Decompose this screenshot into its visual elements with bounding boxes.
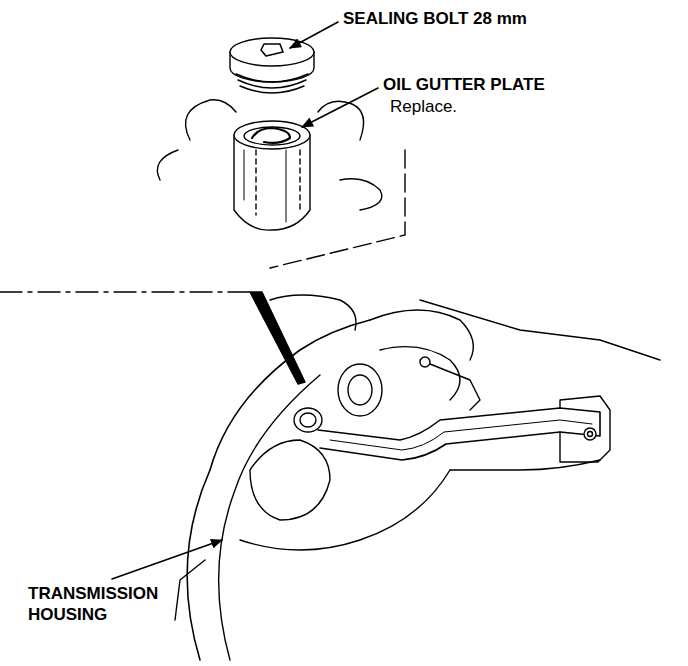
part-label: TRANSMISSION HOUSING bbox=[28, 583, 203, 625]
part-label: OIL GUTTER PLATE bbox=[383, 74, 545, 95]
part-label: SEALING BOLT 28 mm bbox=[343, 8, 527, 29]
part-label: Replace. bbox=[390, 96, 457, 117]
